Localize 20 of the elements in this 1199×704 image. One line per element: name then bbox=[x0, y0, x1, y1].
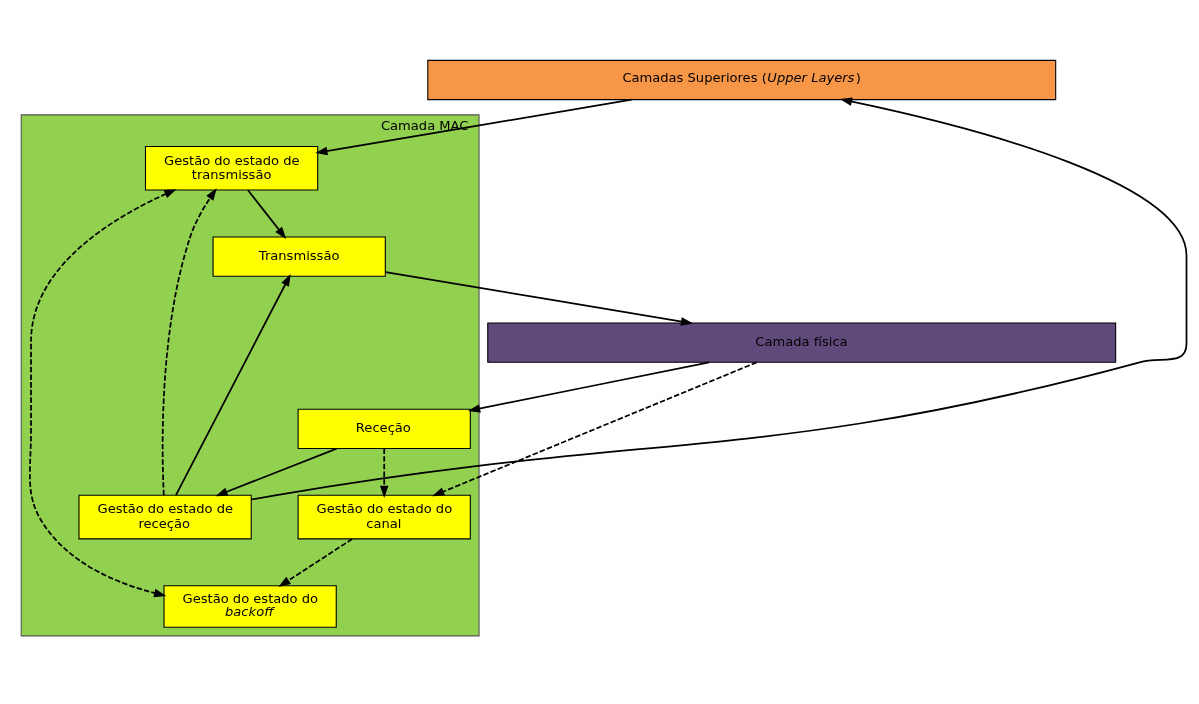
arrow bbox=[384, 270, 694, 326]
node-box: Receção bbox=[297, 408, 471, 449]
node-box: Camada física bbox=[487, 322, 1117, 363]
node-box: Gestão do estado do backoff bbox=[163, 584, 337, 628]
node-box: Camadas Superiores (Upper Layers) bbox=[427, 59, 1057, 100]
arrow bbox=[379, 447, 389, 498]
arrow bbox=[468, 361, 710, 413]
arrow bbox=[161, 187, 217, 496]
arrow bbox=[215, 447, 338, 496]
arrow bbox=[175, 273, 291, 496]
arrow bbox=[432, 361, 758, 496]
arrow bbox=[247, 188, 287, 239]
node-box: Gestão do estado de transmissão bbox=[144, 145, 319, 191]
node-box: Gestão do estado de receção bbox=[78, 494, 252, 539]
arrow bbox=[29, 188, 177, 597]
node-box: Transmissão bbox=[212, 235, 386, 277]
arrow bbox=[250, 96, 1188, 500]
node-box: Gestão do estado do canal bbox=[297, 494, 471, 539]
arrow bbox=[278, 537, 353, 587]
arrow bbox=[315, 98, 633, 155]
